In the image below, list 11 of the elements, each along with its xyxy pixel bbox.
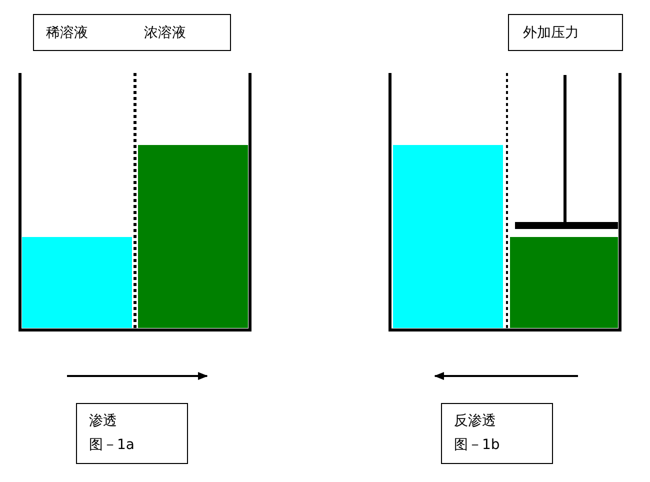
text-box	[33, 14, 231, 51]
text-box	[508, 14, 623, 51]
figure-caption: 图－1a	[89, 436, 134, 454]
label-text: 浓溶液	[144, 24, 186, 42]
label-text: 稀溶液	[46, 24, 88, 42]
label-text: 渗透	[89, 412, 117, 430]
label-text: 反渗透	[454, 412, 496, 430]
label-text: 外加压力	[523, 24, 579, 42]
text-box	[441, 403, 553, 464]
figure-caption: 图－1b	[454, 436, 500, 454]
text-box	[76, 403, 188, 464]
